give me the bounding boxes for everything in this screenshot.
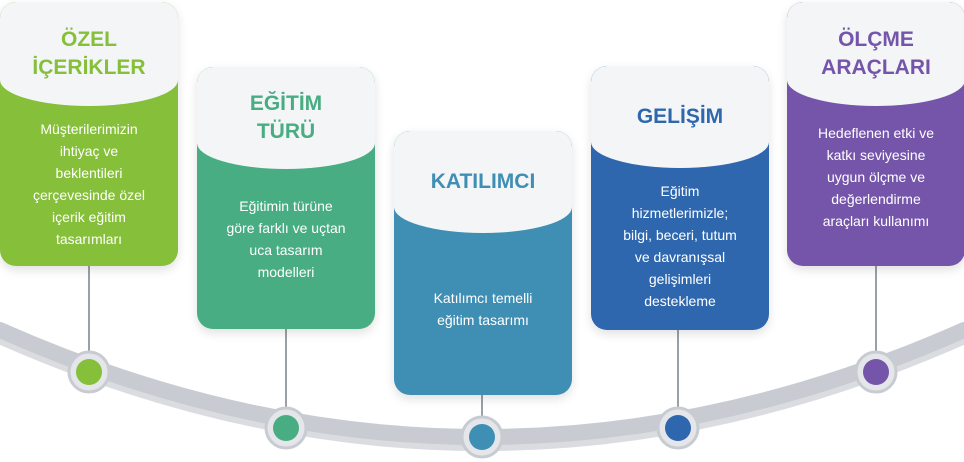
- card-title-text: KATILIMCI: [430, 170, 536, 193]
- card-title-text: GELİŞİM: [636, 105, 724, 128]
- connector-line-1: [88, 264, 90, 370]
- timeline-node-5: [854, 350, 898, 394]
- card-title-text: EĞİTİM TÜRÜ: [249, 92, 323, 143]
- card-title: KATILIMCI: [394, 131, 572, 233]
- card-egitim-turu: EĞİTİM TÜRÜ Eğitimin türüne göre farklı …: [197, 67, 375, 329]
- connector-line-4: [677, 328, 679, 428]
- timeline-node-1: [67, 350, 111, 394]
- card-title: ÖZEL İÇERİKLER: [0, 2, 178, 106]
- card-text: Müşterilerimizin ihtiyaç ve beklentileri…: [0, 118, 178, 250]
- card-title: EĞİTİM TÜRÜ: [197, 67, 375, 169]
- timeline-node-4: [656, 406, 700, 450]
- card-text-content: Hedeflenen etki ve katkı seviyesine uygu…: [818, 125, 934, 229]
- card-gelisim: GELİŞİM Eğitim hizmetlerimizle; bilgi, b…: [591, 66, 769, 330]
- card-text-content: Eğitim hizmetlerimizle; bilgi, beceri, t…: [623, 183, 737, 309]
- card-title: ÖLÇME ARAÇLARI: [787, 2, 964, 106]
- card-ozel-icerikler: ÖZEL İÇERİKLER Müşterilerimizin ihtiyaç …: [0, 2, 178, 266]
- connector-line-3: [481, 394, 483, 436]
- card-text-content: Katılımcı temelli eğitim tasarımı: [433, 290, 533, 328]
- card-text: Katılımcı temelli eğitim tasarımı: [394, 287, 572, 331]
- card-title-text: ÖZEL İÇERİKLER: [32, 28, 146, 79]
- timeline-node-3: [460, 415, 504, 459]
- card-text: Hedeflenen etki ve katkı seviyesine uygu…: [787, 122, 964, 232]
- card-text: Eğitim hizmetlerimizle; bilgi, beceri, t…: [591, 180, 769, 312]
- timeline-node-2: [264, 406, 308, 450]
- connector-line-5: [875, 264, 877, 370]
- card-title-text: ÖLÇME ARAÇLARI: [821, 28, 931, 79]
- card-title: GELİŞİM: [591, 66, 769, 168]
- connector-line-2: [285, 328, 287, 428]
- card-olcme-araclari: ÖLÇME ARAÇLARI Hedeflenen etki ve katkı …: [787, 2, 964, 266]
- card-text-content: Müşterilerimizin ihtiyaç ve beklentileri…: [32, 121, 146, 247]
- card-text-content: Eğitimin türüne göre farklı ve uçtan uca…: [226, 198, 346, 280]
- card-text: Eğitimin türüne göre farklı ve uçtan uca…: [197, 195, 375, 283]
- card-katilimci: KATILIMCI Katılımcı temelli eğitim tasar…: [394, 131, 572, 395]
